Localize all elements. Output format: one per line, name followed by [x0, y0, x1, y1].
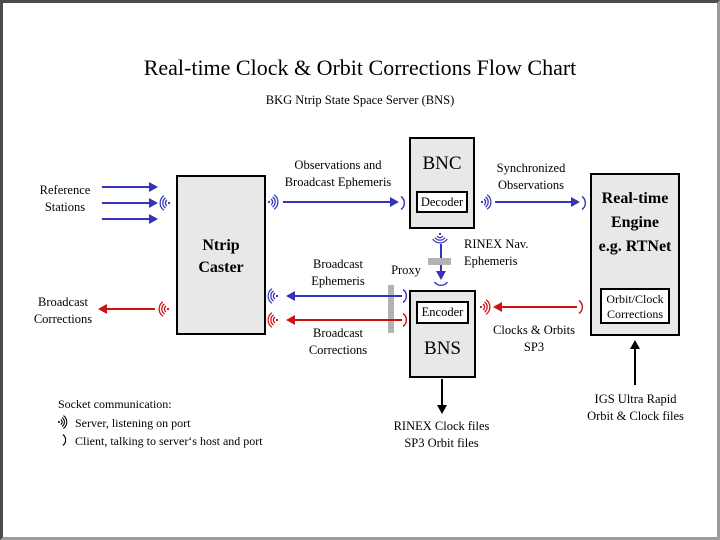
bnc-box: BNC Decoder	[409, 137, 475, 229]
arrow-head	[437, 405, 447, 414]
legend-client-item: Client, talking to server‘s host and por…	[75, 434, 263, 448]
arrow-head	[98, 304, 107, 314]
ref-arrow-line-1	[102, 186, 149, 188]
page-title: Real-time Clock & Orbit Corrections Flow…	[143, 55, 577, 80]
ntrip-caster-label: Ntrip Caster	[198, 237, 244, 276]
decoder-box: Decoder	[416, 191, 468, 213]
client-socket-icon	[62, 433, 67, 447]
ref-arrow-line-3	[102, 218, 149, 220]
rt-engine-box: Real-time Engine e.g. RTNet Orbit/Clock …	[590, 173, 680, 336]
server-socket-icon	[57, 415, 68, 429]
arrow-line	[283, 201, 390, 203]
client-socket-icon	[581, 195, 587, 211]
broadcast-corrections-mid-label: Broadcast Corrections	[308, 326, 368, 357]
arrow-line	[634, 349, 636, 385]
arrow-head	[436, 271, 446, 280]
proxy-label: Proxy	[391, 263, 421, 277]
page-subtitle: BKG Ntrip State Space Server (BNS)	[265, 93, 455, 107]
arrow-line	[441, 379, 443, 405]
arrow-head	[571, 197, 580, 207]
client-socket-icon	[433, 281, 449, 287]
ref-arrow-head-1	[149, 182, 158, 192]
server-socket-icon	[158, 301, 170, 317]
arrow-head	[286, 315, 295, 325]
rinex-clock-files-label: RINEX Clock files SP3 Orbit files	[393, 419, 490, 450]
arrow-line	[295, 295, 402, 297]
observations-label: Observations and Broadcast Ephemeris	[284, 158, 392, 189]
server-socket-icon	[267, 194, 279, 210]
arrow-line	[495, 201, 571, 203]
server-socket-icon	[267, 288, 279, 304]
server-socket-icon	[479, 299, 491, 315]
arrow-head	[630, 340, 640, 349]
arrow-line	[107, 308, 155, 310]
server-socket-icon	[159, 195, 171, 211]
orbit-clock-corrections-box: Orbit/Clock Corrections	[600, 288, 670, 324]
bns-box: Encoder BNS	[409, 290, 476, 378]
legend-server-item: Server, listening on port	[75, 416, 191, 430]
reference-stations-label: Reference Stations	[39, 183, 91, 214]
client-socket-icon	[402, 288, 408, 304]
igs-ultra-rapid-label: IGS Ultra Rapid Orbit & Clock files	[587, 392, 684, 423]
arrow-head	[493, 302, 502, 312]
arrow-head	[390, 197, 399, 207]
rinex-nav-ephemeris-label: RINEX Nav. Ephemeris	[464, 237, 529, 268]
arrow-line	[295, 319, 402, 321]
client-socket-icon	[578, 299, 584, 315]
broadcast-corrections-left-label: Broadcast Corrections	[33, 295, 93, 326]
server-socket-icon	[267, 312, 279, 328]
ref-arrow-head-2	[149, 198, 158, 208]
client-socket-icon	[400, 195, 406, 211]
arrow-line	[502, 306, 577, 308]
ref-arrow-head-3	[149, 214, 158, 224]
server-socket-icon	[480, 194, 492, 210]
arrow-head	[286, 291, 295, 301]
proxy-bar-vertical	[388, 285, 394, 333]
server-socket-icon	[432, 232, 448, 244]
legend-heading: Socket communication:	[58, 397, 172, 411]
rt-engine-label: Real-time Engine e.g. RTNet	[598, 190, 672, 255]
bnc-label: BNC	[422, 153, 462, 174]
bns-label: BNS	[424, 338, 461, 359]
broadcast-ephemeris-label: Broadcast Ephemeris	[311, 257, 365, 288]
client-socket-icon	[402, 312, 408, 328]
ntrip-caster-box: Ntrip Caster	[176, 175, 266, 335]
ref-arrow-line-2	[102, 202, 149, 204]
proxy-bar-horizontal	[428, 258, 451, 265]
arrow-line	[440, 244, 442, 271]
clocks-orbits-label: Clocks & Orbits SP3	[493, 323, 575, 354]
encoder-box: Encoder	[416, 301, 469, 324]
synchronized-observations-label: Synchronized Observations	[496, 161, 566, 192]
